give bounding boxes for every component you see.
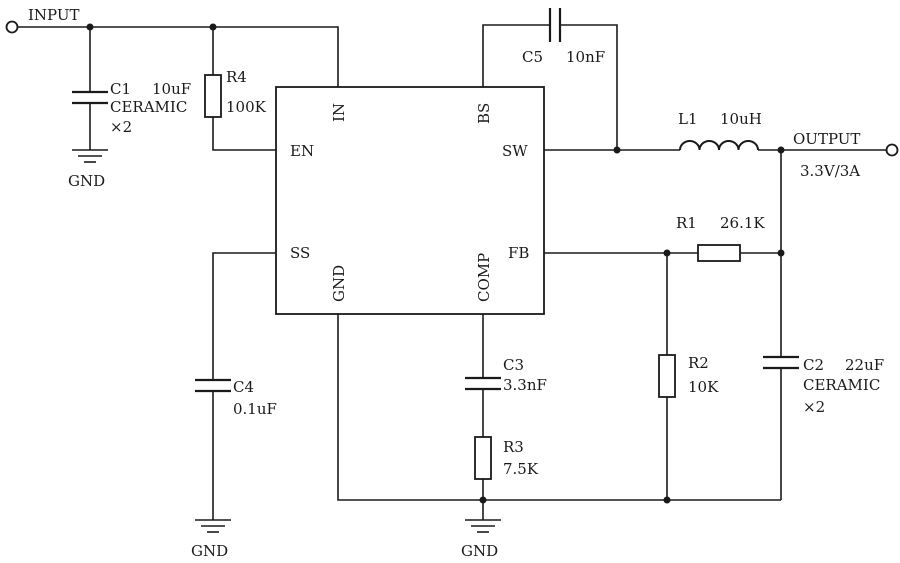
r1-ref-label: R1 bbox=[676, 214, 697, 232]
junctions bbox=[86, 23, 785, 504]
output-label: OUTPUT bbox=[793, 130, 860, 148]
pin-gnd-label: GND bbox=[330, 265, 348, 302]
pin-ss-label: SS bbox=[290, 244, 310, 262]
l1-value-label: 10uH bbox=[720, 110, 762, 128]
c2-value-label: 22uF bbox=[845, 356, 884, 374]
c5-value-label: 10nF bbox=[566, 48, 605, 66]
r4-en-wire bbox=[212, 117, 276, 151]
wires bbox=[18, 24, 886, 520]
junction-dot bbox=[777, 146, 785, 154]
c2-ref-label: C2 bbox=[803, 356, 824, 374]
junction-dot bbox=[663, 249, 671, 257]
input-terminal-icon bbox=[5, 20, 19, 34]
pin-sw-label: SW bbox=[502, 142, 528, 160]
pin-bs-label: BS bbox=[475, 103, 493, 124]
capacitor-c3-icon bbox=[465, 376, 501, 391]
output-terminal-icon bbox=[885, 143, 899, 157]
resistor-r4-icon bbox=[204, 74, 222, 118]
gnd-label: GND bbox=[191, 542, 228, 560]
c1-ref-label: C1 bbox=[110, 80, 131, 98]
pin-in-label: IN bbox=[330, 103, 348, 122]
c1-type-label: CERAMIC bbox=[110, 98, 187, 116]
resistor-r3-icon bbox=[474, 436, 492, 480]
r2-ref-label: R2 bbox=[688, 354, 709, 372]
gnd-label: GND bbox=[68, 172, 105, 190]
r4-ref-label: R4 bbox=[226, 68, 247, 86]
bs-c5-wire bbox=[482, 24, 550, 87]
c5-sw-wire bbox=[560, 24, 618, 150]
junction-dot bbox=[613, 146, 621, 154]
capacitor-c2-icon bbox=[763, 355, 799, 370]
ground-icon bbox=[195, 519, 231, 533]
r3-value-label: 7.5K bbox=[503, 460, 539, 478]
pin-fb-label: FB bbox=[508, 244, 529, 262]
junction-dot bbox=[777, 249, 785, 257]
r3-ref-label: R3 bbox=[503, 438, 524, 456]
c1-value-label: 10uF bbox=[152, 80, 191, 98]
capacitor-c5-icon bbox=[548, 8, 562, 42]
ground-icon bbox=[72, 149, 108, 163]
junction-dot bbox=[86, 23, 94, 31]
c3-value-label: 3.3nF bbox=[503, 376, 547, 394]
c4-value-label: 0.1uF bbox=[233, 400, 277, 418]
c1-count-label: ×2 bbox=[110, 118, 132, 136]
junction-dot bbox=[663, 496, 671, 504]
c4-ref-label: C4 bbox=[233, 378, 254, 396]
chip-gnd-wire bbox=[337, 314, 781, 501]
ground-icon bbox=[465, 519, 501, 533]
ic-body bbox=[275, 86, 545, 315]
r4-value-label: 100K bbox=[226, 98, 267, 116]
junction-dot bbox=[209, 23, 217, 31]
gnd-label: GND bbox=[461, 542, 498, 560]
c5-ref-label: C5 bbox=[522, 48, 543, 66]
junction-dot bbox=[479, 496, 487, 504]
l1-ref-label: L1 bbox=[678, 110, 698, 128]
output-rating-label: 3.3V/3A bbox=[800, 162, 860, 180]
inductor-l1-icon bbox=[679, 140, 759, 151]
resistor-r1-icon bbox=[697, 244, 741, 262]
c2-type-label: CERAMIC bbox=[803, 376, 880, 394]
input-rail-wire bbox=[18, 26, 339, 87]
input-label: INPUT bbox=[28, 6, 80, 24]
resistor-r2-icon bbox=[658, 354, 676, 398]
ss-wire bbox=[212, 252, 276, 380]
r2-value-label: 10K bbox=[688, 378, 719, 396]
pin-comp-label: COMP bbox=[475, 253, 493, 302]
c2-count-label: ×2 bbox=[803, 398, 825, 416]
c3-ref-label: C3 bbox=[503, 356, 524, 374]
pin-en-label: EN bbox=[290, 142, 314, 160]
capacitor-c4-icon bbox=[195, 378, 231, 393]
capacitor-c1-icon bbox=[72, 90, 108, 105]
r1-value-label: 26.1K bbox=[720, 214, 765, 232]
